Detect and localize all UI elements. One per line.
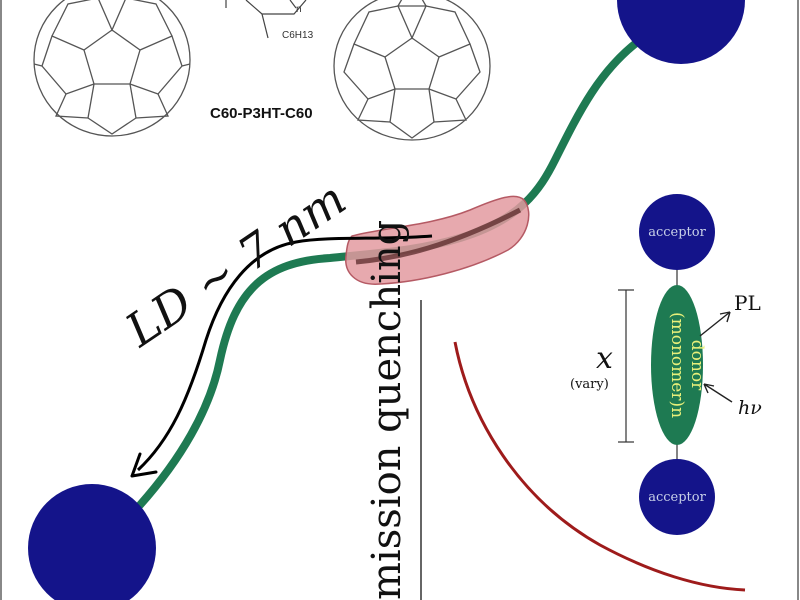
acceptor-sphere-bottom-left: [28, 484, 156, 600]
excitation-label: hν: [738, 397, 762, 419]
quenching-curve: [453, 341, 746, 592]
exciton-region: [345, 195, 530, 285]
acceptor-top-circle: [639, 194, 715, 270]
pl-label: PL: [734, 291, 761, 315]
fullerene-right: [333, 0, 491, 141]
donor-monomer-label: (monomer)n: [667, 312, 687, 418]
length-bracket: [618, 289, 634, 443]
acceptor-sphere-top-right: [617, 0, 745, 64]
donor-label: donor: [687, 340, 707, 391]
exciton-core: [355, 207, 522, 265]
donor-ellipse: [651, 285, 703, 445]
length-note-label: (vary): [570, 377, 609, 392]
acceptor-bottom-label: acceptor: [648, 490, 706, 505]
excitation-arrow: [703, 383, 733, 403]
p3ht-structure: [225, 0, 307, 39]
acceptor-bottom-circle: [639, 459, 715, 535]
diffusion-arrow: [136, 234, 433, 472]
side-chain-label: C6H13: [282, 30, 314, 41]
length-variable-label: x: [596, 341, 613, 376]
acceptor-top-label: acceptor: [648, 225, 706, 240]
molecule-name-label: C60-P3HT-C60: [210, 105, 313, 122]
fullerene-left: [33, 0, 191, 137]
arrow-head: [130, 452, 158, 478]
diffusion-length-label: LD ~ 7 nm: [115, 171, 355, 357]
pl-arrow: [699, 311, 731, 337]
y-axis-label: mission quenching: [364, 220, 410, 600]
repeat-label: n: [296, 4, 302, 15]
